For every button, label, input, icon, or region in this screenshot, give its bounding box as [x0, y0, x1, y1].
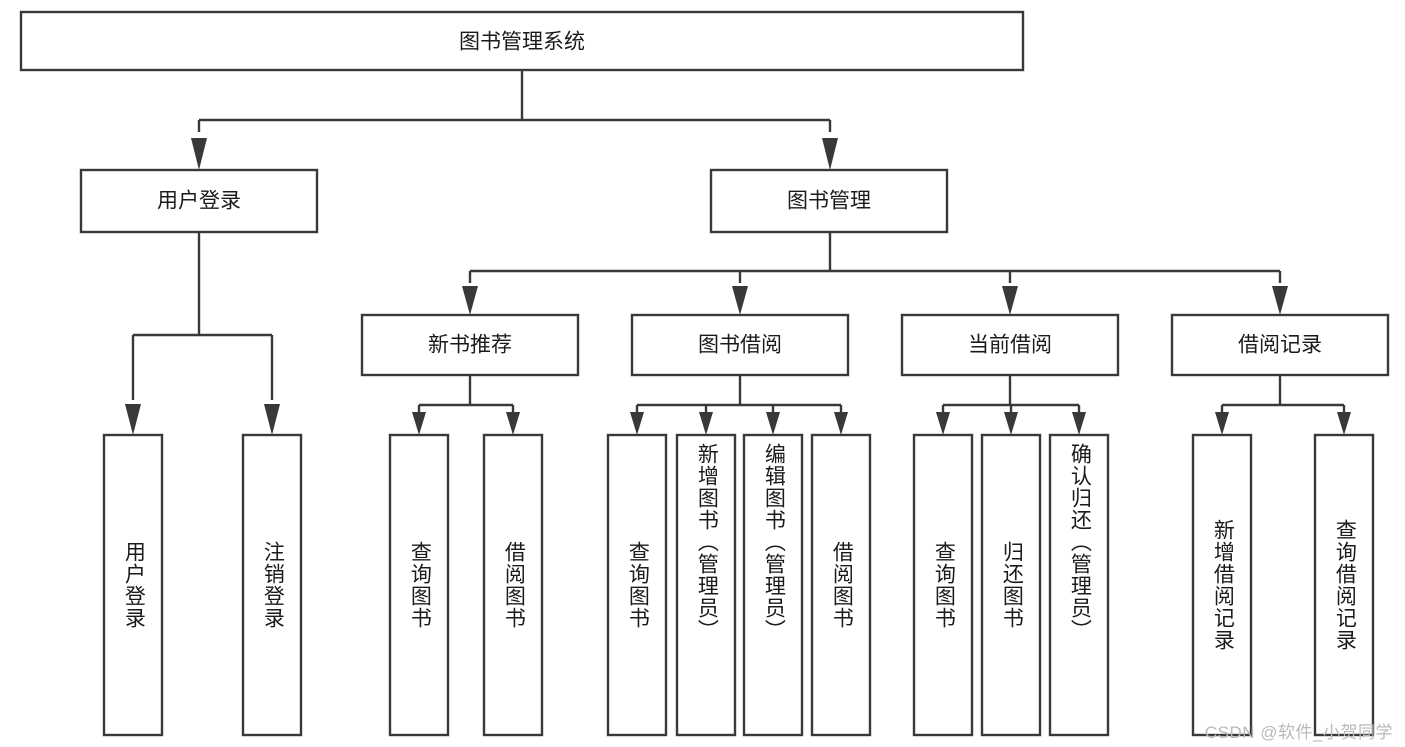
arrow-head-icon — [191, 138, 207, 170]
connector-book-borrow-to-leaves — [630, 375, 848, 435]
arrow-head-icon — [1004, 412, 1018, 435]
node-borrow-record-label: 借阅记录 — [1238, 334, 1322, 357]
connector-book-management-to-level3 — [462, 232, 1288, 315]
node-root-box[interactable] — [19, 10, 1025, 72]
arrow-head-icon — [1272, 286, 1288, 315]
node-current-borrow[interactable]: 当前借阅 — [900, 313, 1120, 377]
node-user-login-label: 用户登录 — [157, 190, 241, 213]
leaf-borrow-book-2-box[interactable] — [810, 433, 872, 737]
leaf-user-login-box[interactable] — [102, 433, 164, 737]
leaf-borrow-book-1-box[interactable] — [482, 433, 544, 737]
arrow-head-icon — [1337, 412, 1351, 435]
node-book-management-box[interactable] — [709, 168, 949, 234]
arrow-head-icon — [699, 412, 713, 435]
leaf-query-borrow-record-box[interactable] — [1313, 433, 1375, 737]
connector-new-book-recommend-to-leaves — [412, 375, 520, 435]
node-book-management[interactable]: 图书管理 — [709, 168, 949, 234]
arrow-head-icon — [766, 412, 780, 435]
node-new-book-recommend-label: 新书推荐 — [428, 334, 512, 357]
leaf-return-book-box[interactable] — [980, 433, 1042, 737]
arrow-head-icon — [412, 412, 426, 435]
leaf-query-book-2-box[interactable] — [606, 433, 668, 737]
connector-current-borrow-to-leaves — [936, 375, 1086, 435]
node-borrow-record[interactable]: 借阅记录 — [1170, 313, 1390, 377]
node-book-borrow[interactable]: 图书借阅 — [630, 313, 850, 377]
watermark: CSDN @软件_小贺同学 — [1204, 723, 1393, 742]
node-root[interactable]: 图书管理系统 — [19, 10, 1025, 72]
leaf-query-book-3-box[interactable] — [912, 433, 974, 737]
leaf-confirm-return-box[interactable] — [1048, 433, 1110, 737]
leaf-logout-login-box[interactable] — [241, 433, 303, 737]
arrow-head-icon — [732, 286, 748, 315]
arrow-head-icon — [630, 412, 644, 435]
arrow-head-icon — [264, 404, 280, 435]
node-user-login-box[interactable] — [79, 168, 319, 234]
leaf-boxes — [102, 433, 1375, 737]
arrow-head-icon — [1072, 412, 1086, 435]
node-new-book-recommend-box[interactable] — [360, 313, 580, 377]
node-current-borrow-box[interactable] — [900, 313, 1120, 377]
leaf-add-borrow-record-box[interactable] — [1191, 433, 1253, 737]
leaf-add-book-box[interactable] — [675, 433, 737, 737]
leaf-edit-book-box[interactable] — [742, 433, 804, 737]
node-book-management-label: 图书管理 — [787, 190, 871, 213]
node-book-borrow-box[interactable] — [630, 313, 850, 377]
arrow-head-icon — [125, 404, 141, 435]
node-current-borrow-label: 当前借阅 — [968, 334, 1052, 357]
connector-borrow-record-to-leaves — [1215, 375, 1351, 435]
node-borrow-record-box[interactable] — [1170, 313, 1390, 377]
arrow-head-icon — [834, 412, 848, 435]
arrow-head-icon — [1002, 286, 1018, 315]
arrow-head-icon — [822, 138, 838, 170]
arrow-head-icon — [462, 286, 478, 315]
connector-user-login-to-leaves — [125, 232, 280, 435]
connector-root-to-level2 — [191, 70, 838, 170]
node-user-login[interactable]: 用户登录 — [79, 168, 319, 234]
leaf-query-book-1-box[interactable] — [388, 433, 450, 737]
arrow-head-icon — [1215, 412, 1229, 435]
arrow-head-icon — [936, 412, 950, 435]
arrow-head-icon — [506, 412, 520, 435]
node-book-borrow-label: 图书借阅 — [698, 334, 782, 357]
node-new-book-recommend[interactable]: 新书推荐 — [360, 313, 580, 377]
node-root-label: 图书管理系统 — [459, 31, 585, 54]
